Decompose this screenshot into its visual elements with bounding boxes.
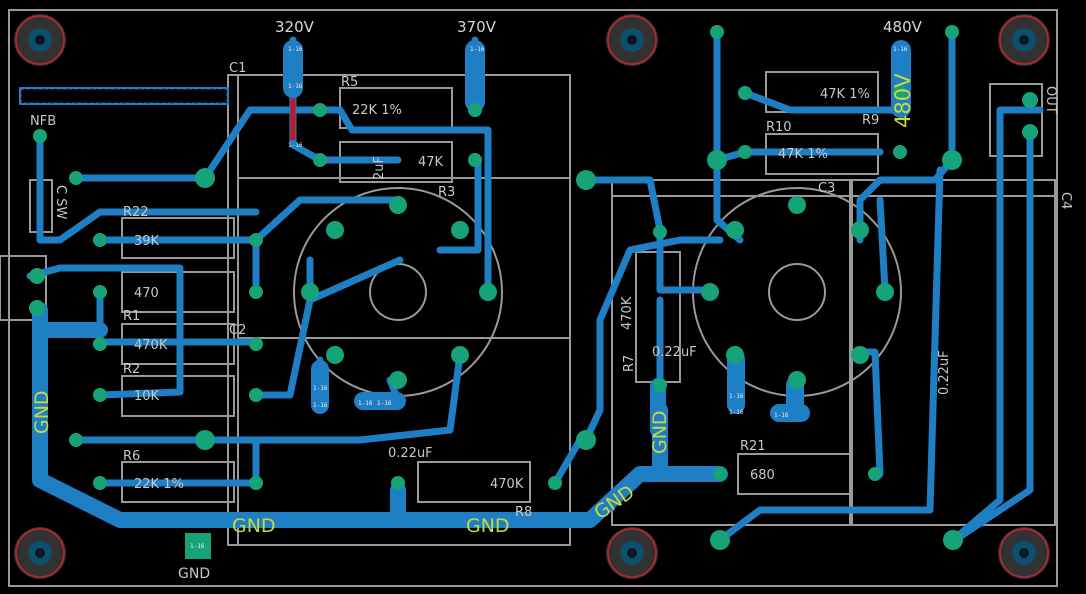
c1-outline (227, 74, 571, 546)
r22-value: 39K (134, 234, 160, 249)
c2-label: C2 (229, 323, 246, 338)
r8-label: R8 (515, 505, 532, 520)
r6-label: R6 (123, 449, 140, 464)
r3-value: 47K (418, 155, 444, 170)
voltage-labels: 320V 370V 480V 480V (275, 18, 923, 128)
v480-vertical-label: 480V (891, 73, 915, 128)
tube-socket-v2 (692, 187, 902, 397)
r21-label: R21 (740, 439, 766, 454)
c1-label: C1 (229, 61, 246, 76)
r10-value: 47K 1% (778, 147, 828, 162)
gnd-text-left: GND (31, 390, 53, 434)
r5-value: 22K 1% (352, 103, 402, 118)
gnd-text-vert: GND (649, 410, 671, 454)
c4-label: C4 (1058, 192, 1073, 209)
svg-text:1-16: 1-16 (288, 142, 303, 149)
gnd-pad-label: GND (178, 566, 210, 582)
r2-value: 10K (134, 389, 160, 404)
board-ref-label (20, 88, 228, 104)
r1-label: R1 (123, 309, 140, 324)
r22-label: R22 (123, 205, 149, 220)
c-c-value: 0.22uF (652, 345, 697, 360)
r7-label: R7 (622, 355, 637, 372)
svg-text:1-16: 1-16 (893, 46, 908, 53)
out-label: OUT (1043, 86, 1058, 114)
v480-label: 480V (883, 18, 923, 36)
gnd-text-bottom2: GND (466, 515, 510, 537)
svg-text:1-16: 1-16 (729, 393, 744, 400)
c-a-value: 2uF (372, 156, 387, 180)
connector-labels: NFB C SW OUT GND (30, 86, 1058, 582)
gnd-pad (185, 533, 211, 559)
r5-label: R5 (341, 75, 358, 90)
component-values: 22K 1% 47K 2uF 39K 470 470K 10K 22K 1% 4… (134, 87, 952, 492)
v320-label: 320V (275, 18, 315, 36)
gnd-text-bottom1: GND (232, 515, 276, 537)
v370-label: 370V (457, 18, 497, 36)
r9-label: R9 (862, 113, 879, 128)
r1-value: 470K (134, 338, 168, 353)
svg-text:1-16: 1-16 (377, 400, 392, 407)
svg-text:1-16: 1-16 (729, 409, 744, 416)
tiny-pin-labels: 1-16 1-16 1-16 1-16 1-16 1-16 1-16 1-16 … (190, 46, 908, 550)
svg-text:1-16: 1-16 (774, 412, 789, 419)
svg-text:1-16: 1-16 (313, 402, 328, 409)
nfb-label: NFB (30, 114, 56, 129)
r9-value: 47K 1% (820, 87, 870, 102)
svg-text:1-16: 1-16 (470, 46, 485, 53)
svg-text:1-16: 1-16 (358, 400, 373, 407)
ref-designators: C1 C2 C3 C4 R5 R3 R22 R1 R2 R6 R8 R7 R9 … (123, 61, 1073, 520)
c3-label: C3 (818, 181, 835, 196)
svg-text:1-16: 1-16 (313, 385, 328, 392)
mounting-holes (14, 14, 1050, 579)
board-outline (8, 9, 1058, 587)
r10-label: R10 (766, 120, 792, 135)
r8-value: 470K (490, 477, 524, 492)
svg-text:1-16: 1-16 (190, 543, 205, 550)
svg-text:1-16: 1-16 (288, 46, 303, 53)
c4-value: 0.22uF (937, 350, 952, 395)
csw-label: C SW (53, 185, 68, 219)
r470-value: 470 (134, 286, 159, 301)
pads (29, 25, 1038, 559)
svg-text:1-16: 1-16 (288, 83, 303, 90)
c-b-value: 0.22uF (388, 446, 433, 461)
silkscreen-layer (0, 71, 1056, 546)
gnd-traces (32, 302, 728, 528)
r6-value: 22K 1% (134, 477, 184, 492)
r7-value: 470K (620, 296, 635, 330)
r2-label: R2 (123, 362, 140, 377)
r21-value: 680 (750, 468, 775, 483)
r3-label: R3 (438, 185, 455, 200)
